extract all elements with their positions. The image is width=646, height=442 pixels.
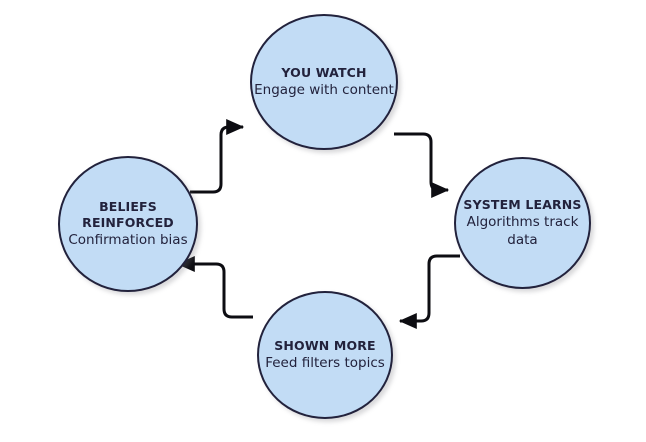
node-system-learns[interactable]: SYSTEM LEARNS Algorithms track data [454, 157, 591, 289]
edge-beliefs-to-you-watch [190, 119, 245, 194]
node-beliefs-reinforced[interactable]: BELIEFS REINFORCED Confirmation bias [58, 156, 198, 292]
edge-system-to-shown-more [398, 254, 460, 329]
node-you-watch[interactable]: YOU WATCH Engage with content [250, 14, 398, 150]
node-shown-more-title: SHOWN MORE [274, 337, 376, 353]
node-beliefs-reinforced-desc: Confirmation bias [68, 232, 188, 249]
node-beliefs-reinforced-title: BELIEFS REINFORCED [82, 198, 174, 230]
node-shown-more-desc: Feed filters topics [265, 354, 385, 371]
edge-you-watch-to-system [394, 132, 450, 198]
edge-shown-more-to-beliefs [176, 256, 253, 319]
node-shown-more[interactable]: SHOWN MORE Feed filters topics [257, 291, 393, 419]
node-you-watch-title: YOU WATCH [281, 64, 367, 80]
node-you-watch-desc: Engage with content [254, 81, 394, 98]
node-system-learns-desc: Algorithms track data [466, 214, 579, 248]
node-system-learns-title: SYSTEM LEARNS [463, 197, 582, 213]
